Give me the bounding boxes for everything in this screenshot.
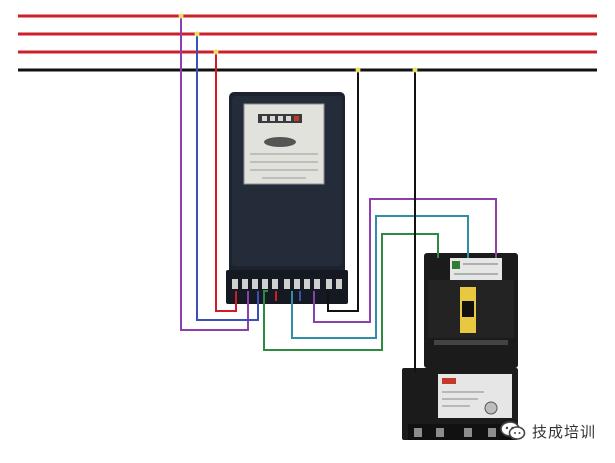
meter-terminals — [232, 279, 342, 289]
junction-neutral-breaker — [412, 67, 418, 73]
meter-output-wires — [263, 70, 497, 372]
bus-junctions — [178, 13, 418, 73]
meter-input-wires — [180, 16, 359, 331]
rcd-module — [402, 368, 518, 440]
junction-l1 — [178, 13, 184, 19]
junction-l2 — [194, 31, 200, 37]
circuit-breaker — [424, 253, 518, 368]
wire-teal-output — [291, 215, 469, 339]
wire-blue-input — [196, 34, 259, 321]
rcd-test-button — [484, 401, 498, 415]
wire-green-output — [263, 233, 439, 351]
junction-neutral-meter — [355, 67, 361, 73]
wire-red-input — [215, 52, 237, 312]
junction-l3 — [213, 49, 219, 55]
wire-purple-output — [313, 198, 497, 323]
wechat-icon — [500, 421, 526, 440]
wire-purple-input — [180, 16, 249, 331]
meter-rotor-disc — [264, 137, 296, 147]
energy-meter — [226, 92, 348, 304]
power-bus — [18, 14, 597, 72]
wire-black-input — [327, 70, 359, 312]
watermark-text: 技成培训 — [532, 422, 597, 441]
watermark: 技成培训 — [500, 418, 596, 444]
